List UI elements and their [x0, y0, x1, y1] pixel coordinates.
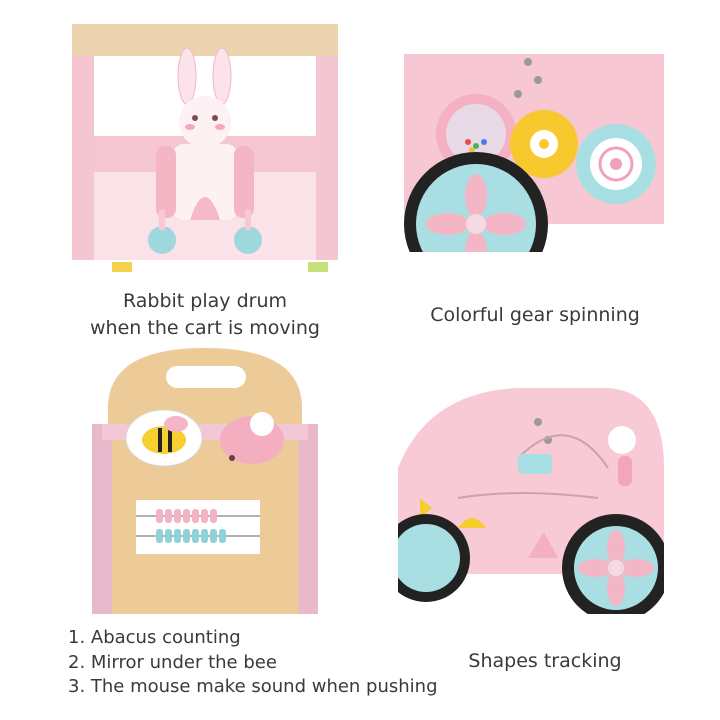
shapes-caption: Shapes tracking [420, 648, 670, 675]
caption-line: Colorful gear spinning [430, 304, 640, 326]
feature-item: 3. The mouse make sound when pushing [68, 676, 438, 697]
feature-list: 1. Abacus counting 2. Mirror under the b… [68, 626, 438, 700]
rabbit-drum-caption: Rabbit play drum when the cart is moving [60, 288, 350, 342]
gears-photo [398, 24, 664, 274]
rabbit-drum-photo [72, 24, 338, 274]
caption-line: Shapes tracking [468, 650, 622, 672]
caption-line: Rabbit play drum [122, 290, 287, 312]
caption-line: when the cart is moving [90, 317, 320, 339]
gears-caption: Colorful gear spinning [390, 302, 680, 329]
feature-item: 2. Mirror under the bee [68, 651, 277, 673]
shapes-tracking-photo [398, 348, 664, 614]
feature-item: 1. Abacus counting [68, 627, 241, 648]
abacus-photo [72, 348, 338, 614]
